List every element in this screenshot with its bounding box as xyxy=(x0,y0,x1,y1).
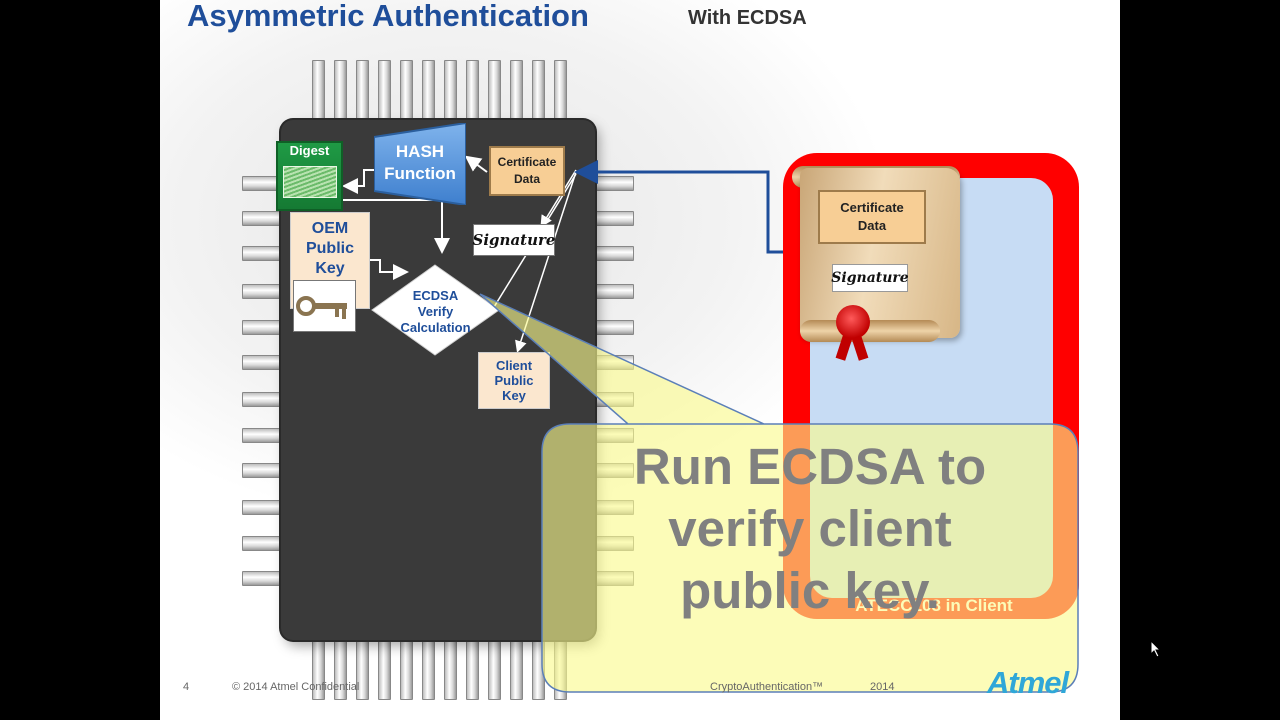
signature-label: Signature xyxy=(472,231,556,249)
digest-pattern xyxy=(282,166,337,198)
certificate-label-line1: Certificate xyxy=(497,155,557,169)
slide-subtitle: With ECDSA xyxy=(688,7,807,29)
wax-seal-icon xyxy=(836,305,870,339)
hash-function-box: HASH Function xyxy=(374,123,466,205)
copyright-text: © 2014 Atmel Confidential xyxy=(232,681,360,693)
client-public-key-box: Client Public Key xyxy=(478,352,550,409)
ecdsa-verify-diamond xyxy=(370,263,501,357)
client-signature-label: Signature xyxy=(831,270,909,286)
hash-label-line1: HASH xyxy=(395,142,445,161)
callout-text: Run ECDSA to verify client public key. xyxy=(552,436,1068,622)
atmel-logo: Atmel xyxy=(987,665,1069,700)
ecdsa-label-line3: Calculation xyxy=(400,320,471,335)
client-key-line3: Key xyxy=(502,388,526,403)
oem-label-line1: OEM xyxy=(311,220,349,237)
footer-product: CryptoAuthentication™ xyxy=(710,681,824,693)
scroll-bottom-roll xyxy=(800,320,940,342)
signature-box: Signature xyxy=(473,224,555,256)
callout-line3: public key. xyxy=(680,562,940,619)
callout-line1: Run ECDSA to xyxy=(633,438,987,495)
hash-function-shape xyxy=(374,123,466,205)
certificate-label-line2: Data xyxy=(513,172,540,186)
ecdsa-label-line1: ECDSA xyxy=(412,288,459,303)
slide: Asymmetric Authentication With ECDSA xyxy=(160,0,1120,720)
oem-label-line3: Key xyxy=(315,260,345,277)
digest-box: Digest xyxy=(276,141,343,211)
client-certificate-line1: Certificate xyxy=(840,200,904,215)
mouse-cursor-icon xyxy=(1150,640,1162,658)
footer-year: 2014 xyxy=(870,681,895,693)
key-icon xyxy=(293,280,356,332)
oem-label-line2: Public xyxy=(305,240,354,257)
client-certificate-line2: Data xyxy=(857,218,887,233)
certificate-data-box: Certificate Data xyxy=(489,146,565,196)
slide-title: Asymmetric Authentication xyxy=(187,0,589,33)
client-key-line2: Public xyxy=(494,373,534,388)
callout-line2: verify client xyxy=(668,500,952,557)
hash-label-line2: Function xyxy=(384,164,456,183)
client-key-line1: Client xyxy=(495,358,533,373)
ecdsa-label-line2: Verify xyxy=(417,304,454,319)
page-number: 4 xyxy=(183,681,190,693)
client-certificate-data-box: Certificate Data xyxy=(818,190,926,244)
digest-label: Digest xyxy=(289,143,330,158)
client-signature-box: Signature xyxy=(831,264,909,292)
